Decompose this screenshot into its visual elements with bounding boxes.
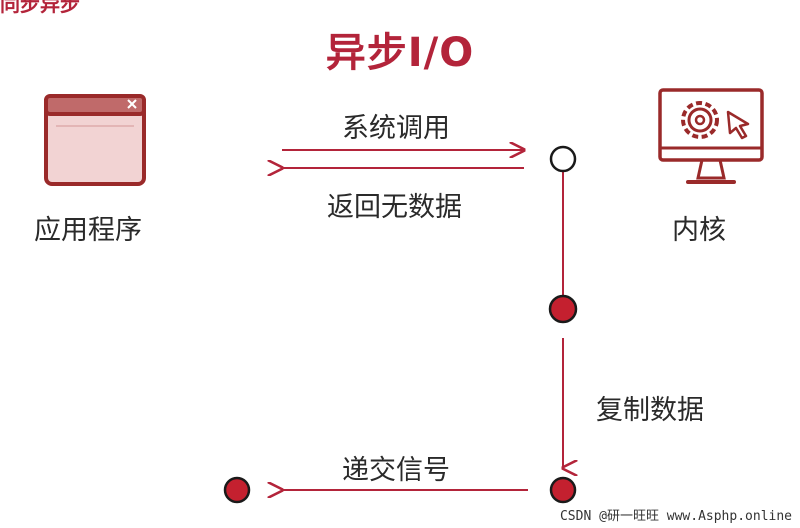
copy-data-label: 复制数据 xyxy=(596,395,704,426)
diagram-title: 异步I/O xyxy=(325,30,475,76)
data-ready-node xyxy=(548,294,578,324)
watermark: CSDN @研一旺旺 www.Asphp.online xyxy=(557,505,794,524)
copy-done-node xyxy=(549,476,577,504)
top-fragment: 同步异步 xyxy=(0,0,80,16)
monitor-gear-icon xyxy=(658,88,764,184)
app-window-icon xyxy=(44,94,146,186)
syscall-label: 系统调用 xyxy=(342,113,450,144)
app-label: 应用程序 xyxy=(34,215,142,246)
kernel-start-node xyxy=(549,145,577,173)
return-label: 返回无数据 xyxy=(327,192,462,223)
kernel-label: 内核 xyxy=(672,215,726,246)
app-receive-node xyxy=(223,476,251,504)
signal-label: 递交信号 xyxy=(342,455,450,486)
